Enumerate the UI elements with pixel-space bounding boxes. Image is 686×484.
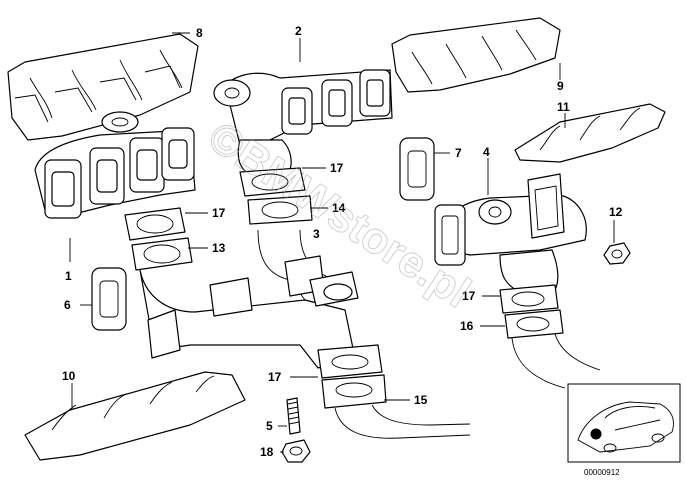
callout-17d: 17 xyxy=(462,289,476,303)
gasket-6 xyxy=(91,267,127,331)
callout-5: 5 xyxy=(266,419,273,433)
gasket-17-lower xyxy=(317,344,471,439)
gasket-17-right xyxy=(499,284,601,389)
flange-13 xyxy=(124,207,193,271)
exhaust-manifold-4 xyxy=(434,173,587,293)
heat-shield-10 xyxy=(24,371,246,461)
callout-17b: 17 xyxy=(330,161,344,175)
vehicle-locator-inset xyxy=(567,383,681,463)
callout-8: 8 xyxy=(196,26,203,40)
leader-lines xyxy=(69,32,615,453)
heat-shield-9 xyxy=(391,17,561,93)
nut-12 xyxy=(603,242,631,265)
callout-6: 6 xyxy=(64,298,71,312)
location-marker xyxy=(590,428,602,440)
callout-4: 4 xyxy=(483,145,490,159)
document-number: 00000912 xyxy=(584,468,620,477)
callout-2: 2 xyxy=(295,24,302,38)
callout-17a: 17 xyxy=(212,206,226,220)
stud-5 xyxy=(286,397,301,435)
callout-18: 18 xyxy=(260,445,274,459)
heat-shield-11 xyxy=(514,103,666,163)
callout-14: 14 xyxy=(332,201,346,215)
gasket-7 xyxy=(399,137,435,201)
gasket-17-upper xyxy=(239,167,313,225)
callout-17c: 17 xyxy=(268,370,282,384)
callout-13: 13 xyxy=(212,241,226,255)
callout-3: 3 xyxy=(313,227,320,241)
exhaust-manifold-2 xyxy=(213,69,393,179)
callout-7: 7 xyxy=(455,146,462,160)
callout-11: 11 xyxy=(557,100,570,114)
callout-12: 12 xyxy=(609,205,623,219)
callout-9: 9 xyxy=(557,79,564,93)
nut-18 xyxy=(281,439,311,463)
exhaust-manifold-1 xyxy=(34,111,196,219)
callout-15: 15 xyxy=(414,393,428,407)
exhaust-pipe-3 xyxy=(139,229,359,369)
heat-shield-8 xyxy=(7,33,199,141)
callout-10: 10 xyxy=(62,369,76,383)
callout-1: 1 xyxy=(65,269,72,283)
callout-16: 16 xyxy=(460,319,474,333)
